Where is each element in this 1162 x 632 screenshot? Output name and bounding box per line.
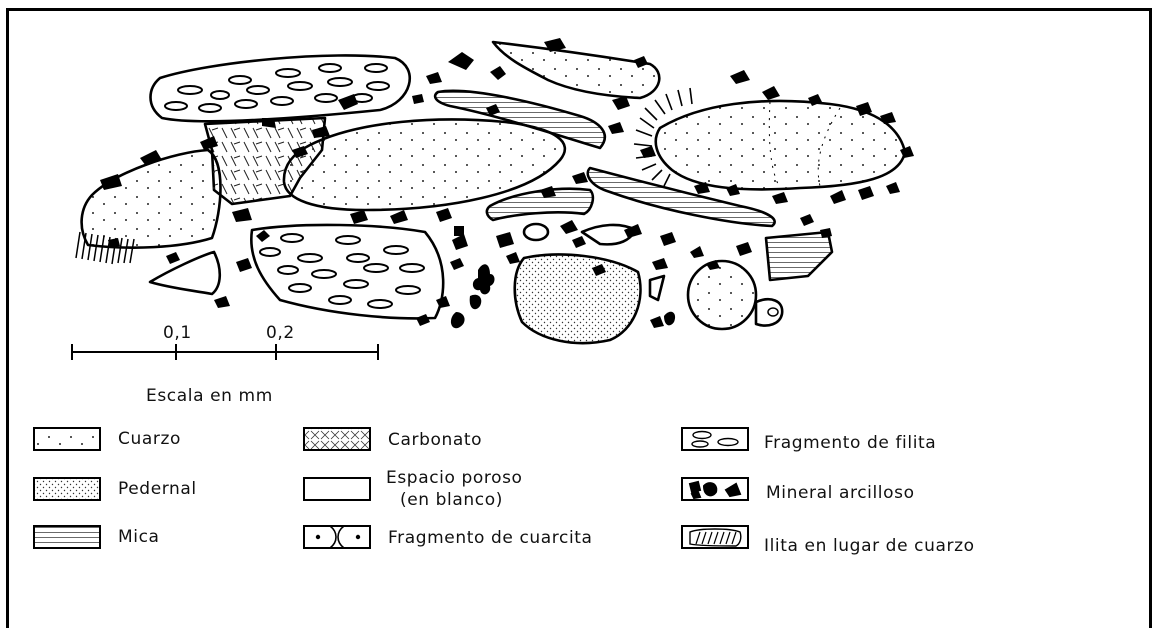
quartz-shard-small <box>150 252 220 294</box>
scale-tick-0-2: 0,2 <box>266 323 295 343</box>
quartz-grain-left <box>76 150 221 264</box>
cuarcita-swatch <box>304 526 370 548</box>
legend-label-pedernal: Pedernal <box>118 479 197 499</box>
espacio-poroso-swatch <box>304 478 370 500</box>
legend-label-carbonato: Carbonato <box>388 430 482 450</box>
carbonato-swatch <box>304 428 370 450</box>
phyllite-fragment-lower <box>251 225 443 318</box>
void-sliver <box>650 276 664 300</box>
legend-label-cuarcita: Fragmento de cuarcita <box>388 528 593 548</box>
legend-label-filita: Fragmento de filita <box>764 433 936 453</box>
filita-swatch <box>682 428 748 450</box>
legend-label-mica: Mica <box>118 527 160 547</box>
legend-label-en-blanco: (en blanco) <box>400 490 503 510</box>
scale-caption: Escala en mm <box>146 386 273 406</box>
void-oval <box>524 224 548 240</box>
legend-label-arcilloso: Mineral arcilloso <box>766 483 915 503</box>
quartzite-grain-right <box>634 88 905 189</box>
phyllite-fragment-grain <box>151 55 410 121</box>
arcilloso-swatch <box>682 478 748 500</box>
chert-grain <box>515 254 641 343</box>
mica-chip <box>766 232 832 280</box>
scale-tick-0-1: 0,1 <box>163 323 192 343</box>
cuarzo-swatch <box>34 428 100 450</box>
mica-swatch <box>34 526 100 548</box>
quartz-shard-top <box>493 42 659 98</box>
legend-label-ilita: Ilita en lugar de cuarzo <box>764 536 975 556</box>
legend-label-cuarzo: Cuarzo <box>118 429 181 449</box>
pedernal-swatch <box>34 478 100 500</box>
ilita-swatch <box>682 526 748 548</box>
legend-label-espacio-poroso: Espacio poroso <box>386 468 523 488</box>
scale-bar <box>72 344 378 360</box>
